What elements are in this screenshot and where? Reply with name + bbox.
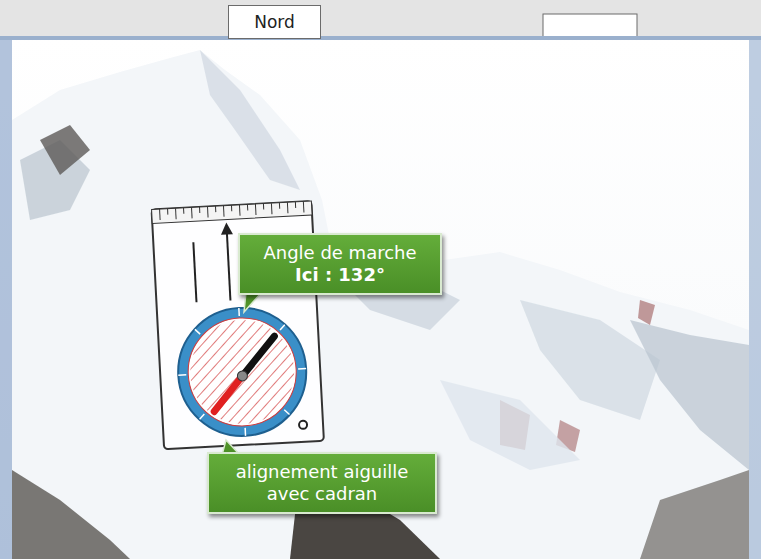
compass-direction-box: Nord bbox=[228, 5, 321, 39]
snow-slope bbox=[12, 50, 749, 559]
top-bar bbox=[0, 0, 761, 36]
callout-text: alignement aiguille avec cadran bbox=[215, 461, 429, 505]
callout-box: alignement aiguille avec cadran bbox=[207, 452, 437, 514]
callout-tail bbox=[244, 292, 262, 312]
callout-text: Nord bbox=[254, 12, 295, 32]
callout-box: Angle de marcheIci : 132° bbox=[238, 233, 442, 295]
left-strip bbox=[0, 40, 12, 559]
right-strip bbox=[749, 40, 761, 559]
rock bbox=[40, 125, 90, 175]
callout-text: Ici : 132° bbox=[295, 264, 385, 286]
sky bbox=[0, 36, 761, 559]
callout-text: Angle de marche bbox=[263, 242, 416, 264]
